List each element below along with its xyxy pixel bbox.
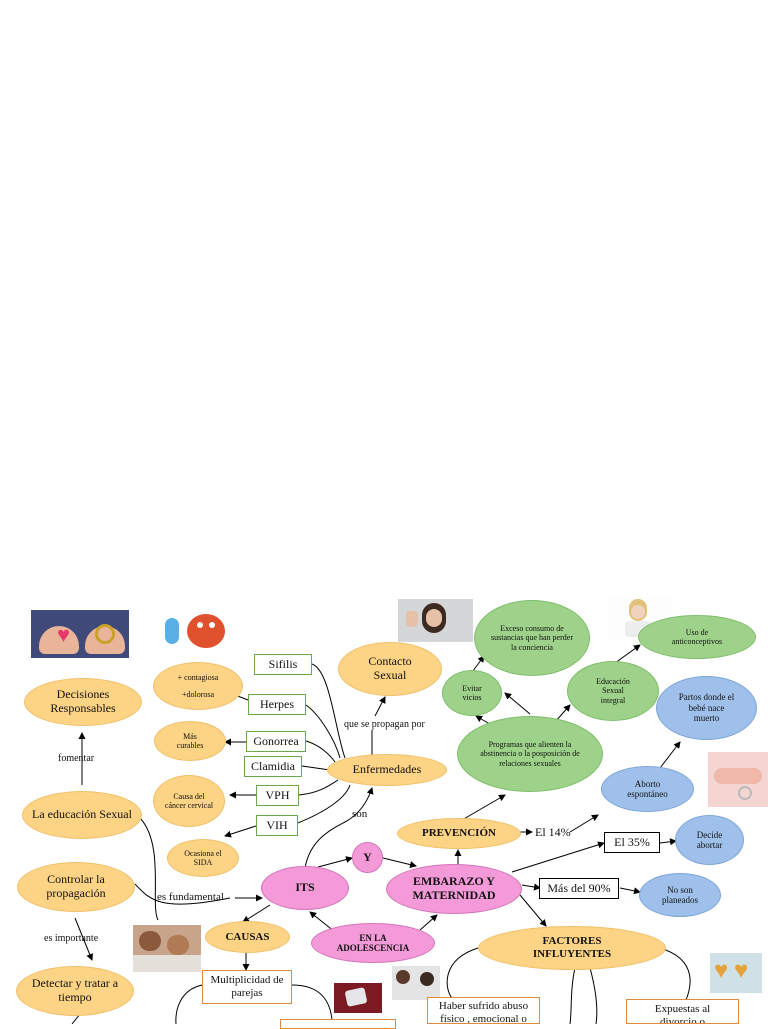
node-factores-influyentes: FACTORES INFLUYENTES xyxy=(478,926,666,970)
exceso-consumo-text: Exceso consumo de sustancias que han per… xyxy=(491,624,573,652)
aborto-text: Aborto espontáneo xyxy=(627,778,668,799)
broken-family-icon: ♥ ♥ xyxy=(710,953,762,993)
box-clamidia: Clamidia xyxy=(244,756,302,777)
no-son-planeados-text: No son planeados xyxy=(662,884,698,905)
detectar-text: Detectar y tratar a tiempo xyxy=(31,976,119,1004)
el-35-text: El 35% xyxy=(614,834,650,849)
node-detectar-tratar: Detectar y tratar a tiempo xyxy=(16,966,134,1016)
causas-text: CAUSAS xyxy=(225,930,270,943)
node-enfermedades: Enfermedades xyxy=(327,754,447,786)
vih-text: VIH xyxy=(266,817,288,832)
box-vph: VPH xyxy=(256,785,299,806)
hand-ring-photo xyxy=(708,752,768,807)
partos-text: Partos donde el bebé nace muerto xyxy=(678,692,735,724)
label-que-se-propagan: que se propagan por xyxy=(344,719,425,730)
evitar-vicios-text: Evitar vicios xyxy=(462,683,482,702)
ocasiona-sida-text: Ocasiona el SIDA xyxy=(184,848,222,867)
contacto-sexual-text: Contacto Sexual xyxy=(368,654,412,682)
box-haber-sufrido: Haber sufrido abuso físico , emocional o xyxy=(427,997,540,1024)
herpes-text: Herpes xyxy=(260,696,294,711)
node-programas: Programas que alienten la abstinencia o … xyxy=(457,716,603,792)
mas-del-90-text: Más del 90% xyxy=(547,880,611,895)
box-el-35: El 35% xyxy=(604,832,660,853)
label-fomentar: fomentar xyxy=(58,753,95,764)
embarazo-text: EMBARAZO Y MATERNIDAD xyxy=(412,874,496,902)
multiplicidad-text: Multiplicidad de parejas xyxy=(210,974,284,999)
vph-text: VPH xyxy=(265,787,290,802)
node-exceso-consumo: Exceso consumo de sustancias que han per… xyxy=(474,600,590,676)
dolorosa-text: +dolorosa xyxy=(181,690,215,699)
node-controlar-propagacion: Controlar la propagación xyxy=(17,862,135,912)
couple-argue-photo xyxy=(392,966,440,1000)
its-text: ITS xyxy=(295,880,315,895)
node-embarazo-maternidad: EMBARAZO Y MATERNIDAD xyxy=(386,864,522,914)
box-multiplicidad: Multiplicidad de parejas xyxy=(202,970,292,1004)
educacion-sexual-text: La educación Sexual xyxy=(32,807,132,822)
node-en-la-adolescencia: EN LA ADOLESCENCIA xyxy=(311,923,435,963)
node-decide-abortar: Decide abortar xyxy=(675,815,744,865)
clamidia-text: Clamidia xyxy=(251,758,295,773)
node-prevencion: PREVENCIÓN xyxy=(397,818,521,849)
enfermedades-text: Enfermedades xyxy=(352,762,422,777)
woman-hand-photo xyxy=(607,597,671,639)
haber-sufrido-text: Haber sufrido abuso físico , emocional o xyxy=(438,1000,529,1024)
node-no-son-planeados: No son planeados xyxy=(639,873,721,917)
node-decisiones-responsables: Decisiones Responsables xyxy=(24,678,142,726)
controlar-text: Controlar la propagación xyxy=(46,872,106,900)
decide-abortar-text: Decide abortar xyxy=(696,829,723,850)
contagiosa-text: + contagiosa xyxy=(177,672,219,682)
node-mas-curables: Más curables xyxy=(154,721,226,761)
node-educacion-integral: Educación Sexual integral xyxy=(567,661,659,721)
hands-heart-photo: ♥ xyxy=(31,610,129,658)
node-aborto-espontaneo: Aborto espontáneo xyxy=(601,766,694,812)
uso-anticonceptivos-text: Uso de anticonceptivos xyxy=(671,627,723,646)
couple-bed-photo xyxy=(133,925,201,972)
node-causa-cancer: Causa del cáncer cervical xyxy=(153,775,225,827)
box-gonorrea: Gonorrea xyxy=(246,731,306,752)
condom-photo xyxy=(334,983,382,1013)
node-educacion-sexual: La educación Sexual xyxy=(22,791,142,839)
label-el-14: El 14% xyxy=(535,825,571,839)
educacion-integral-text: Educación Sexual integral xyxy=(596,677,630,705)
node-evitar-vicios: Evitar vicios xyxy=(442,670,502,716)
node-contacto-sexual: Contacto Sexual xyxy=(338,642,442,696)
node-contagiosa: + contagiosa +dolorosa xyxy=(153,662,243,710)
gonorrea-text: Gonorrea xyxy=(253,733,299,748)
label-es-fundamental: es fundamental xyxy=(157,891,224,903)
expuestas-text: Expuestas al divorcio o xyxy=(654,1003,711,1024)
box-herpes: Herpes xyxy=(248,694,306,715)
node-y: Y xyxy=(352,842,383,873)
node-its: ITS xyxy=(261,866,349,910)
prevencion-text: PREVENCIÓN xyxy=(422,827,496,840)
bacteria-cartoon xyxy=(163,602,235,658)
node-uso-anticonceptivos: Uso de anticonceptivos xyxy=(638,615,756,659)
label-son: son xyxy=(352,808,368,820)
sifilis-text: Sifilis xyxy=(268,656,298,671)
factores-text: FACTORES INFLUYENTES xyxy=(532,935,612,960)
adolescencia-text: EN LA ADOLESCENCIA xyxy=(336,932,410,953)
node-partos: Partos donde el bebé nace muerto xyxy=(656,676,757,740)
label-es-importante: es importante xyxy=(44,933,99,944)
box-expuestas: Expuestas al divorcio o xyxy=(626,999,739,1024)
decisiones-text: Decisiones Responsables xyxy=(50,687,116,715)
node-causas: CAUSAS xyxy=(205,921,290,953)
y-text: Y xyxy=(363,849,372,864)
node-ocasiona-sida: Ocasiona el SIDA xyxy=(167,839,239,877)
box-sifilis: Sifilis xyxy=(254,654,312,675)
box-vih: VIH xyxy=(256,815,298,836)
woman-stop-photo xyxy=(398,599,473,642)
box-causa-partial xyxy=(280,1019,396,1029)
mas-curables-text: Más curables xyxy=(176,731,204,750)
causa-cancer-text: Causa del cáncer cervical xyxy=(164,791,214,810)
box-mas-del-90: Más del 90% xyxy=(539,878,619,899)
programas-text: Programas que alienten la abstinencia o … xyxy=(480,740,580,768)
